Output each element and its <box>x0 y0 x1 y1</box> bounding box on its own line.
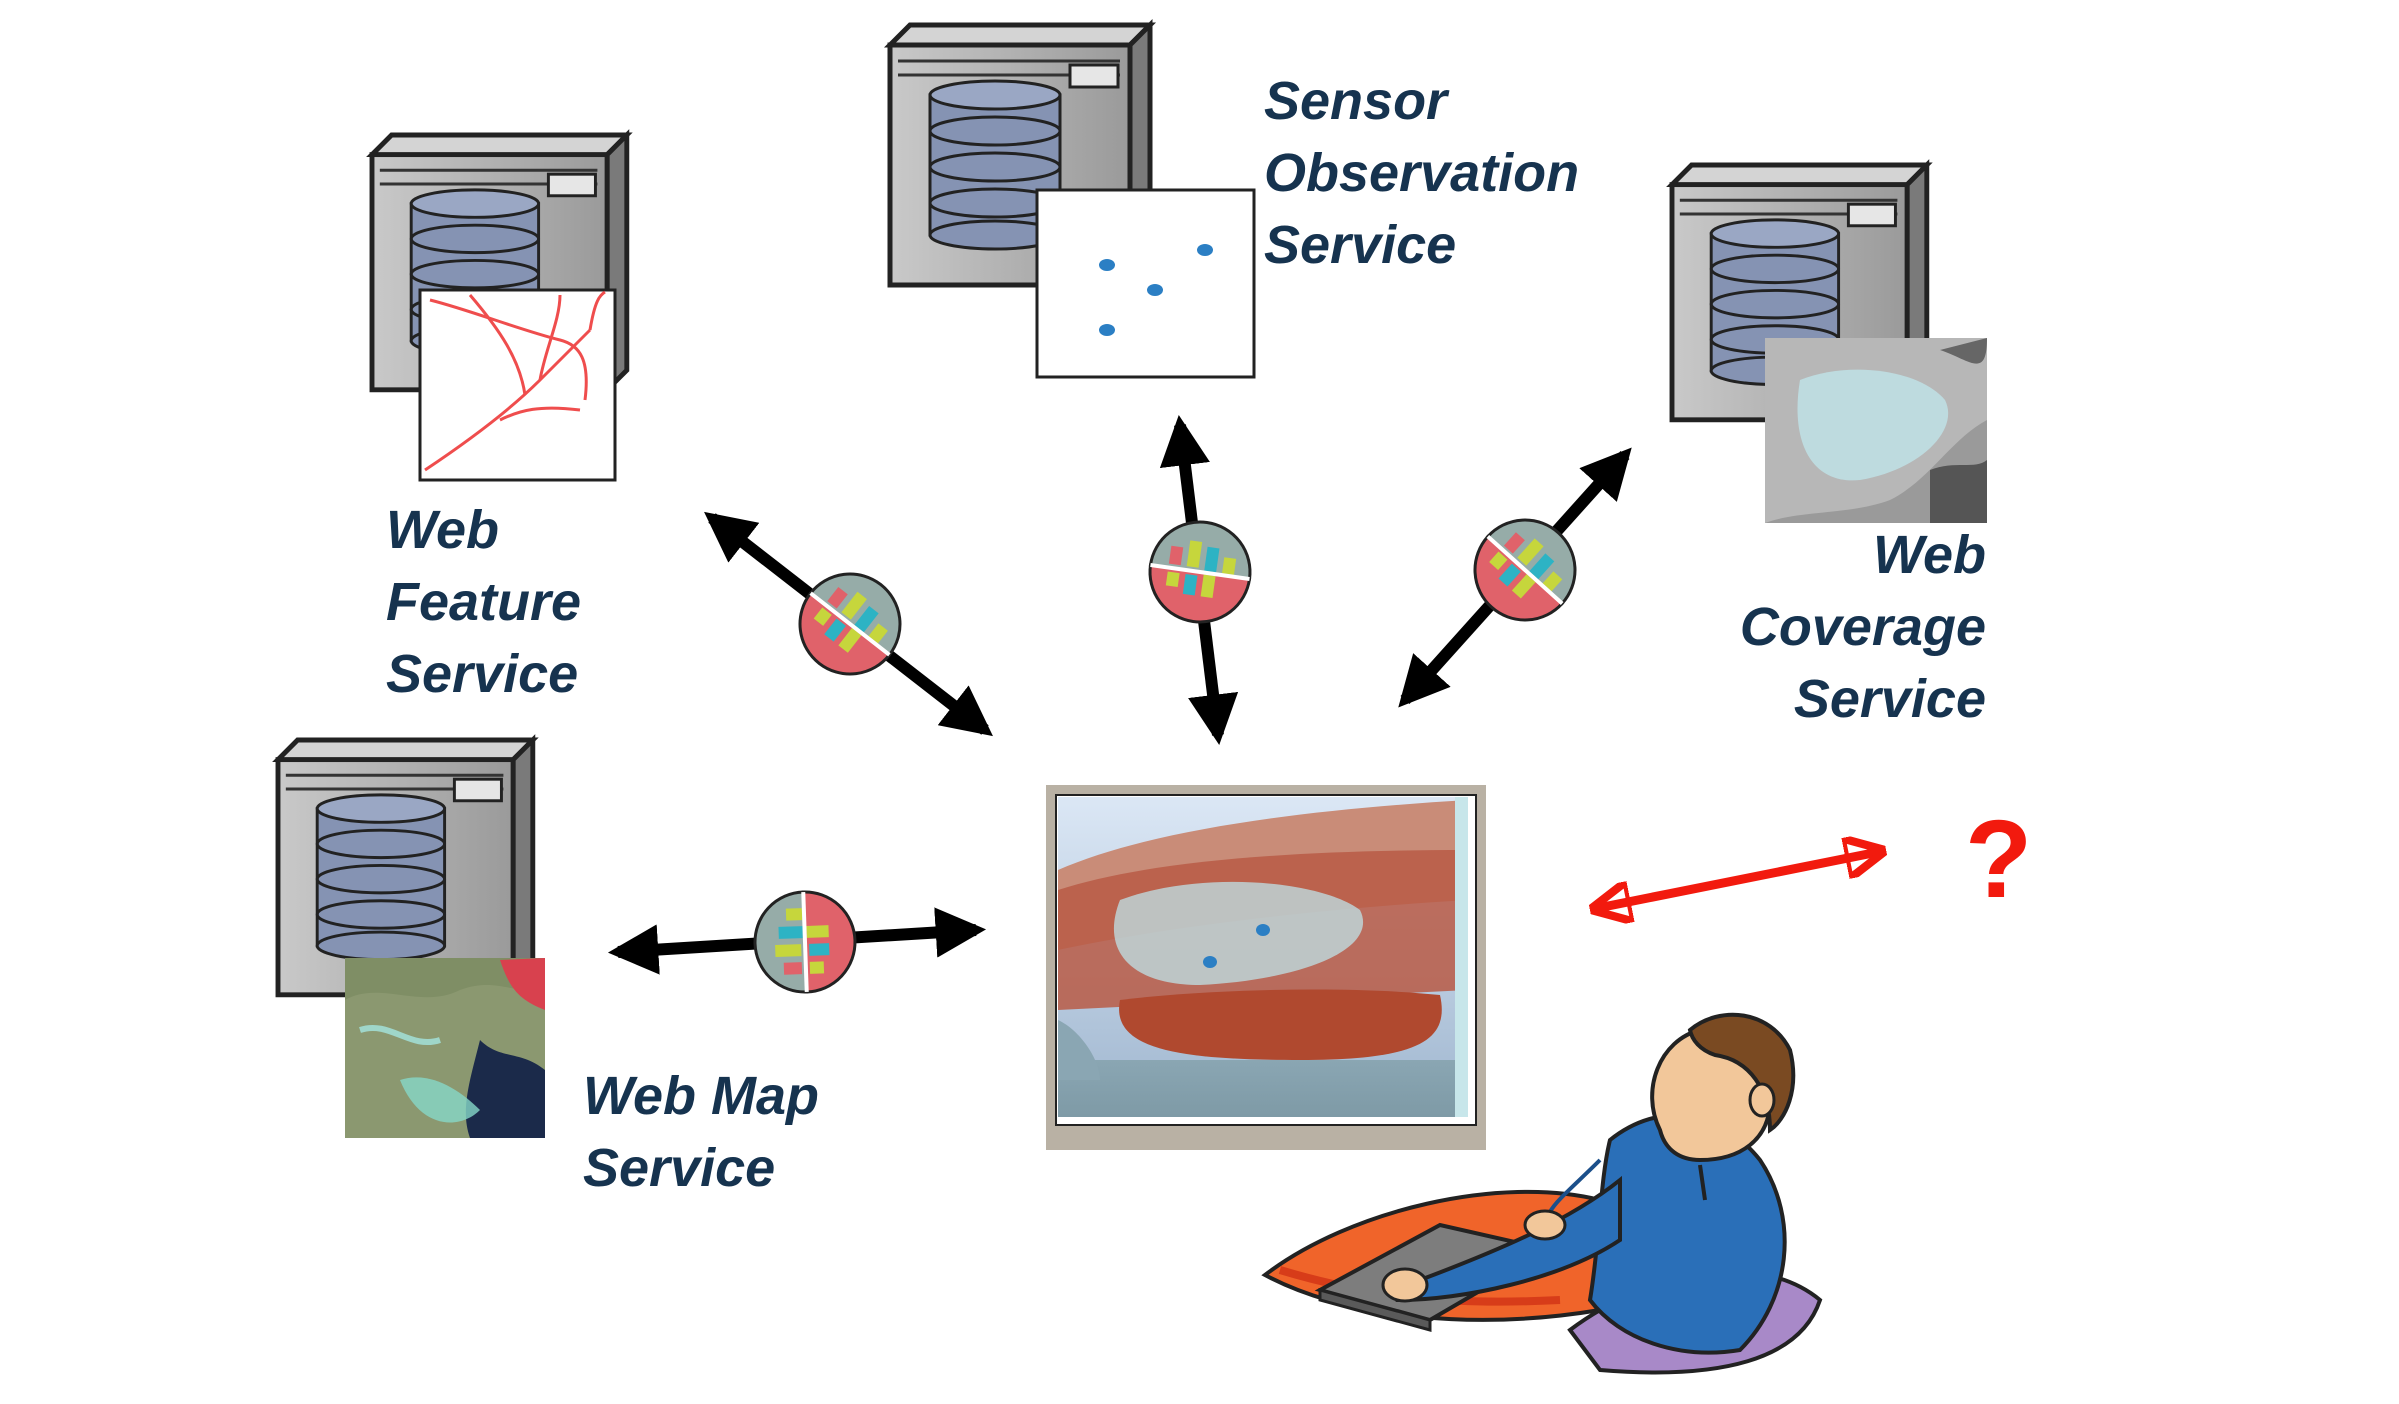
wfs-link-arrow <box>704 511 993 737</box>
central-3d-view <box>1046 785 1486 1150</box>
wms-link-arrow <box>607 890 987 993</box>
sos-label: Sensor Observation Service <box>1264 71 1580 275</box>
unknown-service-mark: ? <box>1965 798 2033 921</box>
person-icon <box>1261 1012 1823 1375</box>
wcs-label: Web Coverage Service <box>1739 525 1986 729</box>
wms-label: Web Map Service <box>583 1066 820 1198</box>
wfs-connector-icon <box>777 551 923 697</box>
unknown-link-arrow <box>1598 852 1878 908</box>
wms-connector-icon <box>753 890 856 993</box>
wfs-roads-map-icon <box>418 288 617 482</box>
sos-connector-icon <box>1141 513 1259 631</box>
wcs-coverage-map-icon <box>1765 338 1987 523</box>
wfs-label: Web Feature Service <box>386 500 582 704</box>
wms-server-icon <box>278 740 533 995</box>
wms-satellite-map-icon <box>345 958 545 1138</box>
wcs-link-arrow <box>1398 447 1632 708</box>
sos-observations-map-icon <box>1035 188 1256 379</box>
sos-link-arrow <box>1141 414 1259 746</box>
